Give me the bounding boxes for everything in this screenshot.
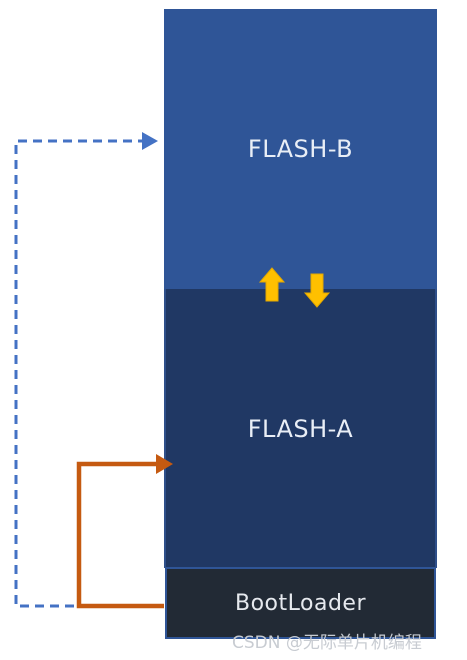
swap-up-arrow-icon bbox=[258, 267, 286, 302]
bootloader-label: BootLoader bbox=[235, 590, 366, 616]
flash-a-region: FLASH-A bbox=[164, 289, 437, 568]
flash-b-region: FLASH-B bbox=[164, 9, 437, 289]
dashed-path-to-flash-b bbox=[14, 132, 164, 608]
watermark: CSDN @无际单片机编程 bbox=[232, 633, 422, 653]
flash-b-label: FLASH-B bbox=[247, 135, 354, 163]
solid-arrowhead-icon bbox=[156, 454, 173, 474]
bootloader-region: BootLoader bbox=[165, 567, 436, 639]
solid-path-to-flash-a bbox=[76, 454, 173, 609]
flash-a-label: FLASH-A bbox=[247, 414, 354, 443]
swap-down-arrow-icon bbox=[303, 273, 331, 308]
dashed-arrowhead-icon bbox=[142, 132, 158, 150]
